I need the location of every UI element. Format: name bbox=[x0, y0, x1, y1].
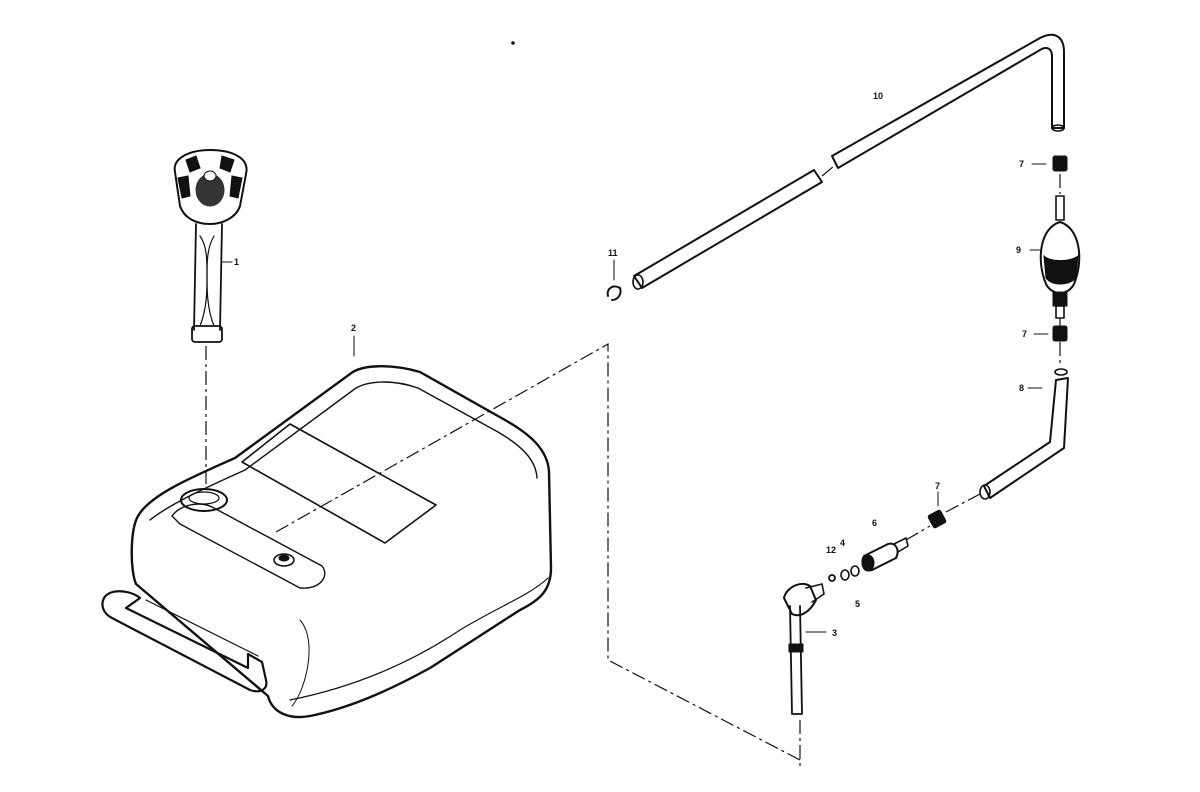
callout-7-middle: 7 bbox=[1022, 329, 1027, 339]
callout-8: 8 bbox=[1019, 383, 1024, 393]
assembly-lines bbox=[205, 165, 1061, 766]
callout-7-top: 7 bbox=[1019, 159, 1024, 169]
callout-4: 4 bbox=[840, 538, 845, 548]
callout-1: 1 bbox=[234, 257, 239, 267]
pickup-tube bbox=[783, 582, 825, 715]
callout-7-lower: 7 bbox=[935, 481, 940, 491]
hose-clamp-lower bbox=[927, 509, 947, 529]
fuel-line bbox=[632, 33, 1065, 290]
callout-2: 2 bbox=[351, 323, 356, 333]
primer-bulb bbox=[1039, 195, 1081, 319]
bent-fuel-hose bbox=[979, 368, 1069, 500]
fuel-connector bbox=[861, 537, 909, 572]
callout-6: 6 bbox=[872, 518, 877, 528]
stray-mark bbox=[511, 41, 515, 45]
callout-9: 9 bbox=[1016, 245, 1021, 255]
leader-lines bbox=[221, 163, 1049, 633]
hose-clamp-middle bbox=[1052, 325, 1068, 342]
callout-10: 10 bbox=[873, 91, 883, 101]
callout-5: 5 bbox=[855, 599, 860, 609]
small-washer bbox=[828, 574, 836, 582]
hose-clamp-top bbox=[1052, 155, 1068, 172]
callout-11: 11 bbox=[608, 248, 618, 258]
o-rings bbox=[840, 565, 860, 581]
fuel-tank bbox=[101, 365, 553, 719]
callout-12: 12 bbox=[826, 545, 836, 555]
clip bbox=[606, 285, 622, 301]
fuel-gauge bbox=[173, 149, 248, 343]
callout-3: 3 bbox=[832, 628, 837, 638]
